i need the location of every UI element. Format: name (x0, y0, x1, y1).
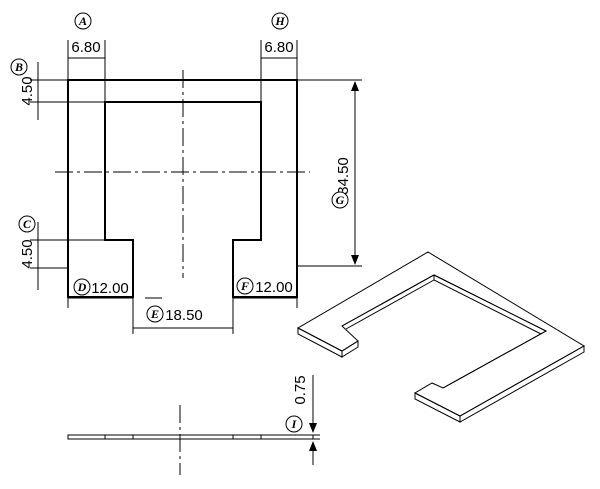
dimension-i: 0.75 I (285, 375, 320, 465)
dimension-d: D 12.00 (67, 278, 134, 308)
dimension-c-label: C (23, 217, 32, 231)
dimension-g-value: 34.50 (335, 157, 352, 195)
dimension-e-label: E (150, 307, 159, 321)
dimension-c: 4.50 C (18, 215, 105, 290)
dimension-e: E 18.50 (132, 297, 234, 334)
dimension-b: 4.50 B (10, 58, 105, 120)
iso-thickness (297, 327, 585, 423)
dimension-g: 34.50 G (297, 79, 362, 267)
dimension-h-value: 6.80 (264, 39, 293, 56)
dimension-i-label: I (291, 417, 298, 431)
isometric-view (296, 251, 585, 423)
dimension-b-value: 4.50 (19, 76, 36, 105)
dimension-e-value: 18.50 (165, 307, 203, 324)
side-view-plate (67, 434, 314, 440)
dimension-a-label: A (78, 14, 87, 28)
dimension-a-value: 6.80 (71, 39, 100, 56)
iso-inner-edge (341, 274, 548, 389)
dimension-f-label: F (240, 279, 249, 293)
dimension-d-label: D (77, 280, 87, 294)
dimension-f-value: 12.00 (255, 279, 293, 296)
dimension-d-value: 12.00 (91, 280, 129, 297)
dimension-f: F 12.00 (232, 277, 298, 308)
dimension-h: 6.80 H (260, 12, 298, 102)
top-view: 6.80 A 6.80 H 4.50 B 4.50 (10, 12, 362, 334)
dimension-h-label: H (274, 14, 285, 28)
dimension-i-value: 0.75 (292, 375, 309, 404)
dimension-g-label: G (336, 193, 345, 207)
dimension-b-label: B (14, 60, 23, 74)
dimension-a: 6.80 A (67, 12, 106, 102)
dimension-c-value: 4.50 (19, 239, 36, 268)
side-view: 0.75 I (67, 375, 320, 475)
